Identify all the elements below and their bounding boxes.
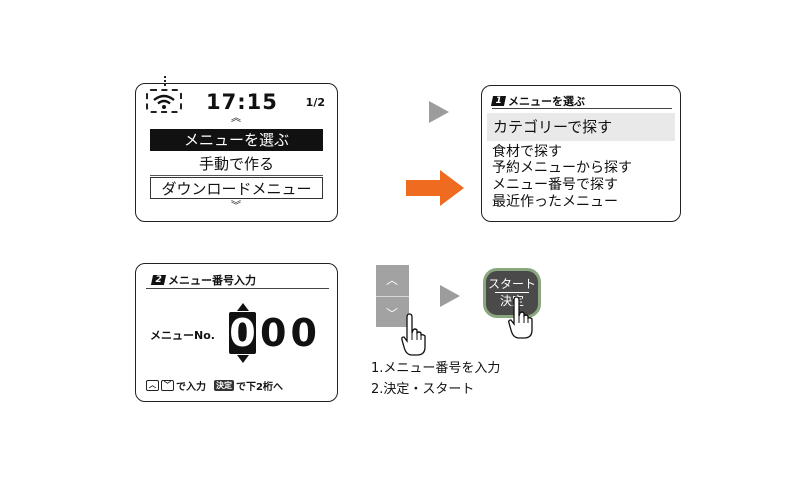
up-down-keypad[interactable]: ︿ ﹀ bbox=[376, 265, 409, 327]
menu-number-screen: 2 メニュー番号入力 メニューNo. 0 0 0 ︿ ﹀ で入力 決定 で下2桁… bbox=[135, 263, 338, 402]
instruction-step-2: 2.決定・スタート bbox=[371, 382, 475, 397]
divider bbox=[495, 292, 529, 293]
list-item[interactable]: メニュー番号で探す bbox=[492, 177, 618, 193]
menu-number-input[interactable]: 0 0 0 bbox=[229, 303, 317, 363]
menu-screen-2: 1 メニューを選ぶ カテゴリーで探す 食材で探す 予約メニューから探す メニュー… bbox=[481, 85, 681, 222]
chevron-up-icon[interactable]: ︿ bbox=[386, 273, 399, 287]
screen-title: メニュー番号入力 bbox=[168, 274, 256, 287]
digit-value: 0 bbox=[229, 311, 256, 355]
list-item[interactable]: 予約メニューから探す bbox=[492, 160, 632, 176]
chevron-down-icon[interactable]: ︾ bbox=[231, 201, 241, 212]
divider bbox=[146, 288, 329, 289]
footer-enter-text: で入力 bbox=[176, 382, 206, 393]
screen-header: 2 メニュー番号入力 bbox=[150, 272, 256, 288]
screen-title: メニューを選ぶ bbox=[508, 95, 585, 108]
wifi-indicator-tick bbox=[164, 76, 168, 86]
menu-no-label: メニューNo. bbox=[150, 329, 215, 342]
footer-hint: ︿ ﹀ で入力 決定 で下2桁へ bbox=[146, 378, 283, 393]
arrow-down-icon bbox=[237, 355, 249, 363]
step-badge: 1 bbox=[490, 96, 507, 106]
step-badge: 2 bbox=[150, 275, 167, 285]
orange-arrow-icon bbox=[406, 170, 464, 206]
list-item[interactable]: 食材で探す bbox=[492, 144, 562, 160]
down-key-icon: ﹀ bbox=[161, 380, 174, 391]
divider bbox=[376, 296, 409, 297]
hand-pointer-icon bbox=[508, 296, 533, 339]
menu-item-select-menu[interactable]: メニューを選ぶ bbox=[150, 129, 323, 151]
list-item[interactable]: 最近作ったメニュー bbox=[492, 194, 618, 210]
instruction-step-1: 1.メニュー番号を入力 bbox=[371, 361, 501, 376]
digit-active[interactable]: 0 bbox=[229, 303, 256, 363]
chevron-up-icon[interactable]: ︽ bbox=[231, 113, 241, 124]
wifi-icon bbox=[146, 89, 182, 113]
page-indicator: 1/2 bbox=[305, 96, 325, 109]
enter-key-icon: 決定 bbox=[214, 380, 234, 391]
divider bbox=[150, 175, 323, 176]
menu-item-manual[interactable]: 手動で作る bbox=[198, 155, 274, 173]
start-label: スタート bbox=[487, 277, 536, 291]
footer-next-text: で下2桁へ bbox=[236, 382, 283, 393]
hand-pointer-icon bbox=[401, 313, 426, 356]
menu-screen-1: 17:15 1/2 ︽ メニューを選ぶ 手動で作る ダウンロードメニュー ︾ bbox=[135, 76, 338, 222]
next-arrow-icon bbox=[429, 101, 449, 123]
menu-item-download[interactable]: ダウンロードメニュー bbox=[150, 177, 323, 199]
up-key-icon: ︿ bbox=[146, 380, 159, 391]
clock-time: 17:15 bbox=[206, 90, 278, 114]
digit: 0 bbox=[260, 311, 287, 355]
divider bbox=[492, 108, 672, 109]
arrow-up-icon bbox=[237, 303, 249, 311]
chevron-down-icon[interactable]: ﹀ bbox=[386, 307, 399, 321]
screen-header: 1 メニューを選ぶ bbox=[490, 93, 585, 109]
list-item-selected[interactable]: カテゴリーで探す bbox=[487, 113, 675, 141]
next-arrow-icon bbox=[440, 285, 460, 307]
digit: 0 bbox=[290, 311, 317, 355]
